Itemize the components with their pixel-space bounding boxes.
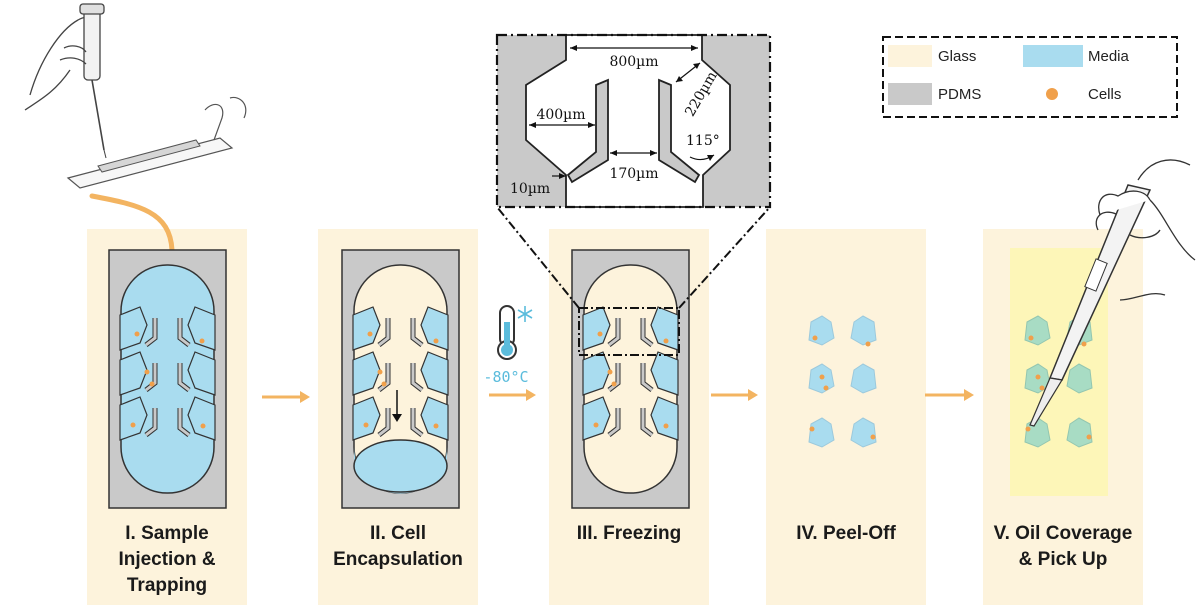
step-label-5-line1: V. Oil Coverage [993, 523, 1133, 544]
chip-panel-3 [571, 249, 690, 509]
step-arrow-2 [489, 389, 536, 401]
step-label-1: I. Sample Injection & Trapping [82, 521, 252, 599]
legend-dot-cells [1046, 88, 1058, 100]
step-label-2-line2: Encapsulation [333, 549, 463, 570]
connector-curve [89, 193, 175, 253]
freeze-temperature: -80°C [483, 368, 528, 386]
pipette-hand-illustration [24, 3, 107, 159]
legend-label-pdms: PDMS [938, 86, 981, 103]
thermometer-snowflake-icon [497, 305, 533, 360]
step-label-3: III. Freezing [544, 521, 714, 547]
step-label-5-line2: & Pick Up [1018, 549, 1108, 570]
step-arrow-3 [711, 389, 758, 401]
step-label-4: IV. Peel-Off [761, 521, 931, 547]
step-label-1-line3: Trapping [126, 575, 208, 596]
step-arrow-4 [925, 389, 974, 401]
dim-chamber-width: 400µm [536, 107, 585, 123]
step-label-3-line1: III. Freezing [576, 523, 682, 544]
legend-label-cells: Cells [1088, 86, 1121, 103]
zoom-region-box [578, 307, 680, 356]
peeled-droplets [808, 315, 877, 448]
zoom-line-left [496, 206, 580, 309]
pickup-pipette-illustration [1029, 159, 1196, 427]
chip-panel-2 [341, 249, 460, 509]
legend-swatch-glass [888, 45, 932, 67]
inset-zoom [495, 33, 772, 209]
legend-label-media: Media [1088, 48, 1130, 65]
step-label-2: II. Cell Encapsulation [313, 521, 483, 573]
legend-swatch-media [1023, 45, 1083, 67]
step-label-1-line2: Injection & [118, 549, 216, 570]
step-label-5: V. Oil Coverage & Pick Up [978, 521, 1148, 573]
step-panel-4 [766, 229, 926, 605]
step-label-1-line1: I. Sample [125, 523, 209, 544]
legend-swatch-pdms [888, 83, 932, 105]
chip-panel-1 [108, 249, 227, 509]
legend [882, 36, 1178, 118]
chip-slide-illustration [66, 96, 247, 189]
zoom-line-right [678, 206, 771, 309]
step-label-2-line1: II. Cell [370, 523, 426, 544]
dim-gap: 10µm [510, 181, 550, 197]
dim-post-gap: 170µm [609, 166, 658, 182]
step-label-4-line1: IV. Peel-Off [796, 523, 896, 544]
step-arrow-1 [262, 391, 310, 403]
dim-width-top: 800µm [609, 54, 658, 70]
dim-angle: 115° [686, 133, 720, 149]
legend-label-glass: Glass [938, 48, 976, 65]
